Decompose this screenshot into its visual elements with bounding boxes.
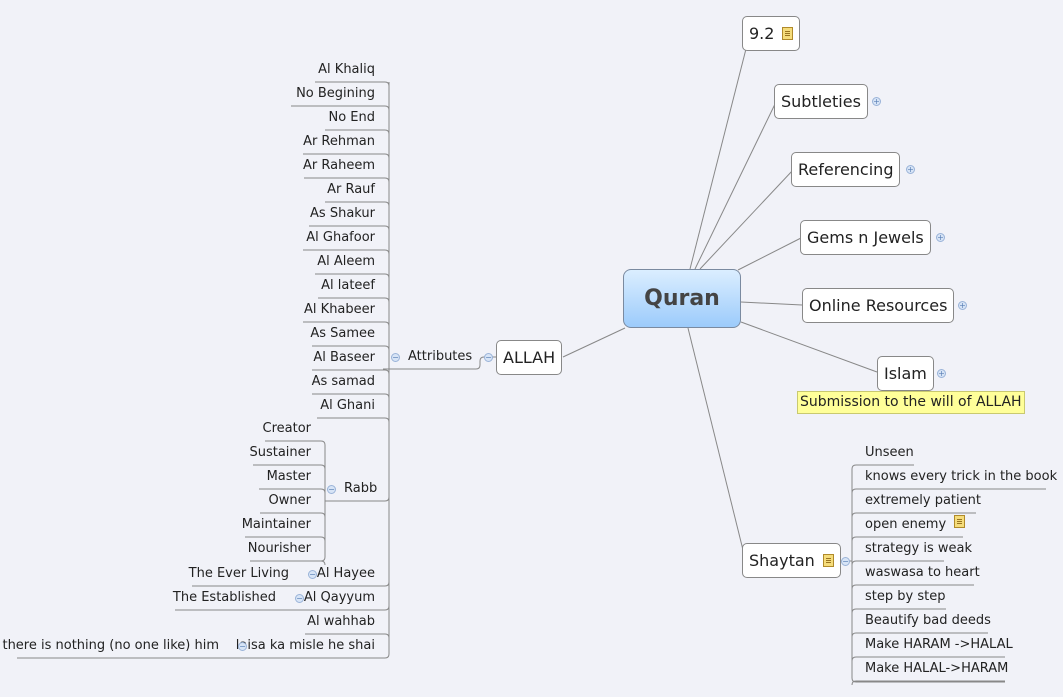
attribute-item[interactable]: Al Ghani <box>320 398 375 413</box>
attribute-item[interactable]: No Begining <box>296 86 375 101</box>
rabb-child-item[interactable]: Owner <box>268 493 311 508</box>
attribute-item[interactable]: As Samee <box>310 326 375 341</box>
connector-line <box>689 44 748 270</box>
connector-line <box>699 169 794 270</box>
shaytan-child-item[interactable]: Beautify bad deeds <box>865 613 991 628</box>
topic-islam[interactable]: Islam <box>877 356 934 391</box>
attribute-item[interactable]: Al Khaliq <box>318 62 375 77</box>
connector-line <box>737 237 802 271</box>
subtopic-rabb[interactable]: Rabb <box>344 481 378 496</box>
topic-label: Shaytan <box>749 551 815 570</box>
topic-online-resources[interactable]: Online Resources <box>802 288 955 323</box>
note-icon[interactable] <box>782 27 794 40</box>
expand-icon[interactable]: + <box>872 97 881 106</box>
attribute-item[interactable]: Ar Rehman <box>303 134 375 149</box>
topic-label: ALLAH <box>503 348 556 367</box>
topic-gems-n-jewels[interactable]: Gems n Jewels <box>800 220 931 255</box>
shaytan-child-item[interactable]: knows every trick in the book <box>865 469 1058 484</box>
attribute-item[interactable]: Ar Rauf <box>327 182 375 197</box>
shaytan-child-item[interactable]: strategy is weak <box>865 541 972 556</box>
connector-line <box>851 469 1005 683</box>
shaytan-child-item[interactable]: Make HARAM ->HALAL <box>865 637 1013 652</box>
connector-line <box>740 321 878 373</box>
topic-label: Online Resources <box>809 296 948 315</box>
note-icon[interactable] <box>822 554 834 567</box>
topic-label: Gems n Jewels <box>807 228 924 247</box>
attribute-item[interactable]: Al Qayyum <box>303 590 375 605</box>
attribute-item[interactable]: As Shakur <box>310 206 375 221</box>
connector-line <box>265 440 326 446</box>
rabb-child-item[interactable]: Nourisher <box>247 541 311 556</box>
collapse-icon[interactable]: − <box>484 353 493 362</box>
rabb-child-item[interactable]: Maintainer <box>241 517 311 532</box>
attribute-item[interactable]: Al Ghafoor <box>306 230 375 245</box>
topic-label: Referencing <box>798 160 894 179</box>
shaytan-child-item[interactable]: Make HALAL->HARAM <box>865 661 1009 676</box>
connector-line <box>383 356 496 370</box>
collapse-icon[interactable]: − <box>308 570 317 579</box>
expand-icon[interactable]: + <box>906 165 915 174</box>
attribute-detail: The Established <box>172 590 276 605</box>
subtopic-attributes[interactable]: Attributes <box>408 349 473 364</box>
attribute-item[interactable]: As samad <box>311 374 375 389</box>
topic-referencing[interactable]: Referencing <box>791 152 901 187</box>
expand-icon[interactable]: + <box>937 369 946 378</box>
rabb-child-item[interactable]: Master <box>266 469 311 484</box>
attribute-item[interactable]: Al wahhab <box>307 614 375 629</box>
connector-line <box>694 101 777 270</box>
topic-allah[interactable]: ALLAH <box>496 340 563 375</box>
attribute-item[interactable]: Al Aleem <box>317 254 375 269</box>
central-topic[interactable]: Quran <box>623 269 741 328</box>
collapse-icon[interactable]: − <box>391 353 400 362</box>
collapse-icon[interactable]: − <box>238 642 247 651</box>
attribute-item[interactable]: No End <box>328 110 375 125</box>
callout-islam: Submission to the will of ALLAH <box>797 391 1025 414</box>
attribute-item[interactable]: Al Baseer <box>313 350 375 365</box>
rabb-child-item[interactable]: Sustainer <box>249 445 311 460</box>
shaytan-child-item[interactable]: extremely patient <box>865 493 981 508</box>
topic-label: 9.2 <box>749 24 775 43</box>
attribute-item[interactable]: Al Khabeer <box>304 302 375 317</box>
collapse-icon[interactable]: − <box>327 485 336 494</box>
shaytan-child-item[interactable]: Unseen <box>865 445 914 460</box>
connector-line <box>17 653 390 659</box>
connector-line <box>562 327 626 358</box>
connector-line <box>250 445 326 562</box>
shaytan-child-item[interactable]: waswasa to heart <box>865 565 980 580</box>
topic-9-2[interactable]: 9.2 <box>742 16 801 51</box>
topic-label: Islam <box>884 364 927 383</box>
expand-icon[interactable]: + <box>958 301 967 310</box>
shaytan-child-item[interactable]: open enemy <box>865 515 966 535</box>
topic-subtleties[interactable]: Subtleties <box>774 84 868 119</box>
connector-line <box>317 417 390 423</box>
attribute-detail: The Ever Living <box>188 566 289 581</box>
attribute-item[interactable]: Ar Raheem <box>303 158 375 173</box>
attribute-item[interactable]: Al Hayee <box>316 566 375 581</box>
rabb-child-item[interactable]: Creator <box>262 421 312 436</box>
collapse-icon[interactable]: − <box>841 557 850 566</box>
connector-line <box>851 464 914 470</box>
note-icon[interactable] <box>954 515 966 528</box>
shaytan-child-item[interactable]: step by step <box>865 589 946 604</box>
connector-line <box>740 301 803 306</box>
connector-line <box>687 327 744 551</box>
expand-icon[interactable]: + <box>936 233 945 242</box>
attribute-item[interactable]: laisa ka misle he shai <box>235 638 375 653</box>
attribute-detail: there is nothing (no one like) him <box>2 638 219 653</box>
topic-label: Subtleties <box>781 92 861 111</box>
topic-shaytan[interactable]: Shaytan <box>742 543 841 578</box>
collapse-icon[interactable]: − <box>295 594 304 603</box>
attribute-item[interactable]: Al lateef <box>321 278 375 293</box>
